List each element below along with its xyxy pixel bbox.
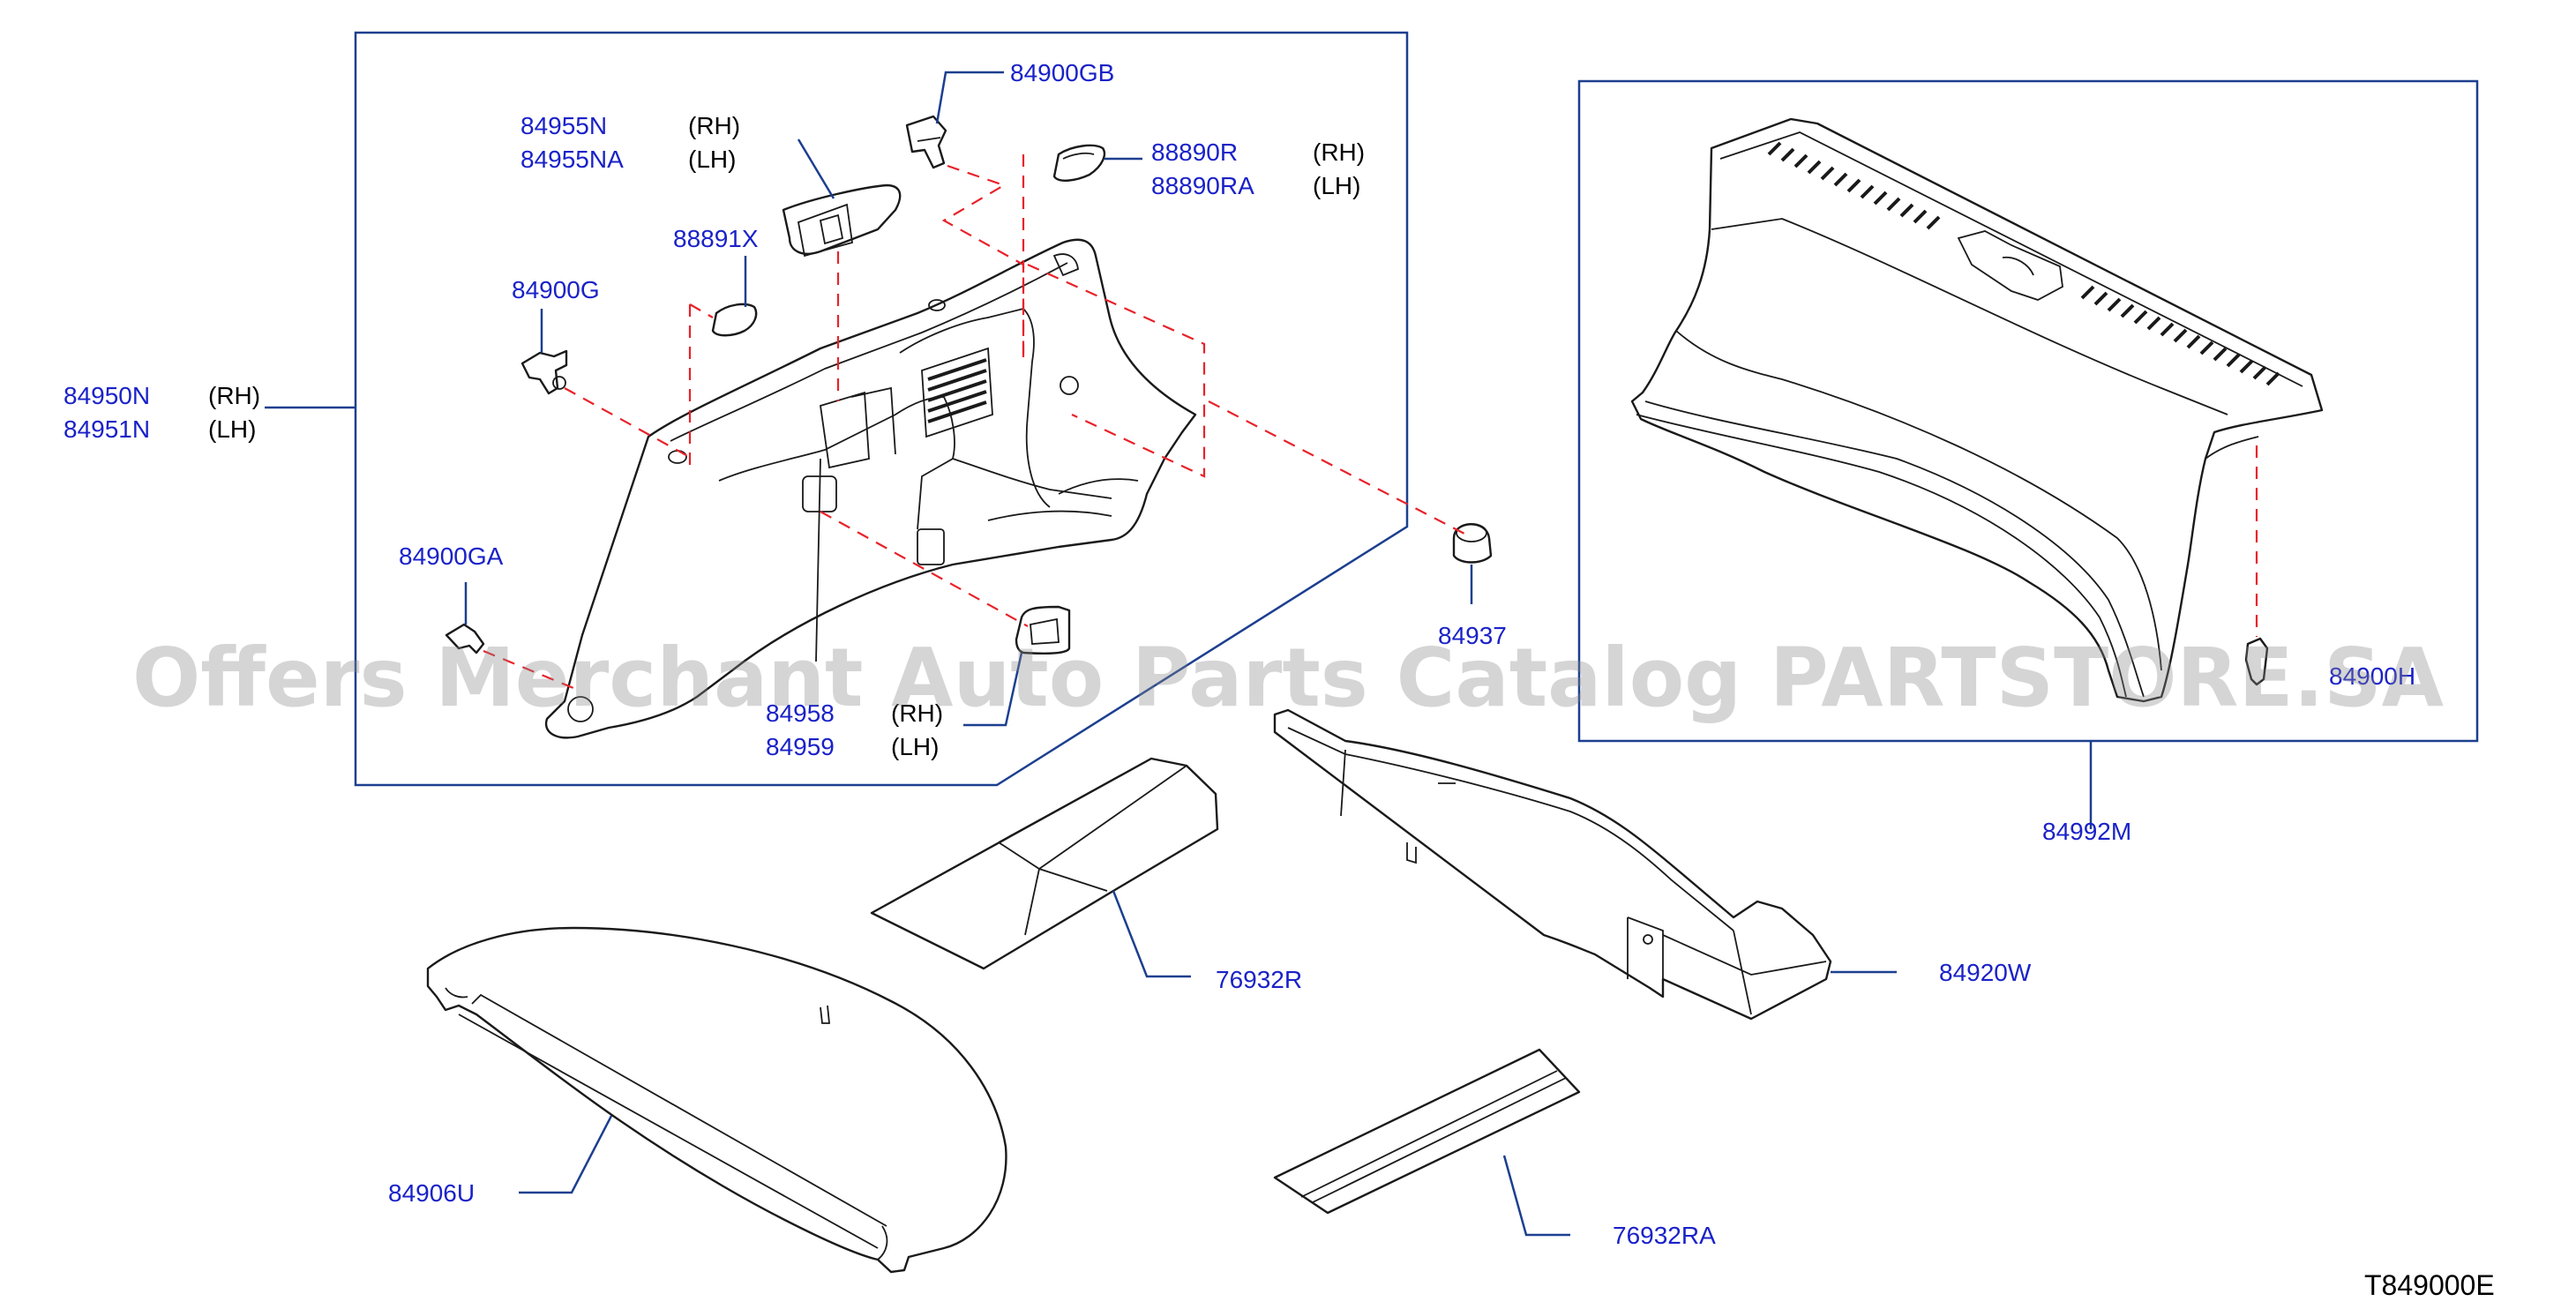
cap-88890r (1052, 144, 1106, 182)
label-84955na-side: (LH) (688, 146, 736, 173)
label-84958: 84958 (766, 699, 835, 727)
floor-mat-76932ra (1273, 1048, 1581, 1215)
label-84955n-side: (RH) (688, 112, 740, 139)
label-84992m: 84992M (2042, 818, 2131, 845)
finisher-vents-right (2080, 285, 2280, 386)
label-84920w: 84920W (1939, 959, 2032, 986)
label-84906u: 84906U (388, 1179, 475, 1207)
label-88891x: 88891X (673, 225, 759, 252)
label-88890r-side: (RH) (1313, 138, 1365, 166)
diagram-code: T849000E (2364, 1269, 2495, 1301)
label-88890ra-side: (LH) (1313, 172, 1360, 199)
cap-88891x (711, 303, 758, 337)
label-84959-side: (LH) (891, 733, 939, 760)
handle-84955n (782, 183, 902, 258)
label-76932r: 76932R (1216, 966, 1302, 993)
finisher-vents-left (1767, 141, 1941, 230)
group-frame-left (354, 31, 1409, 787)
cover-84958 (1015, 605, 1071, 654)
label-84955na: 84955NA (520, 146, 624, 173)
label-84959: 84959 (766, 733, 835, 760)
clip-84900h (2244, 637, 2269, 686)
label-84900ga: 84900GA (399, 542, 504, 570)
clip-84900ga (445, 623, 485, 654)
label-84955n: 84955N (520, 112, 607, 139)
watermark-text: Offers Merchant Auto Parts Catalog PARTS… (132, 631, 2444, 725)
label-84958-side: (RH) (891, 699, 943, 727)
label-84950n-side: (RH) (208, 382, 260, 409)
label-84900h: 84900H (2329, 662, 2415, 690)
clip-84900gb (905, 115, 947, 169)
clip-84900g (520, 349, 568, 395)
rear-finisher-84992m (1630, 117, 2324, 703)
label-84900gb: 84900GB (1010, 59, 1114, 86)
label-88890ra: 88890RA (1151, 172, 1254, 199)
label-88890r: 88890R (1151, 138, 1238, 166)
label-84900g: 84900G (512, 276, 600, 303)
floor-mat-76932r (870, 757, 1219, 970)
label-84950n: 84950N (64, 382, 150, 409)
clip-84937 (1452, 523, 1493, 564)
tonneau-board-84906u (426, 926, 1007, 1274)
speaker-grille (921, 347, 993, 438)
luggage-box-84920w (1273, 708, 1832, 1021)
label-84951n: 84951N (64, 415, 150, 443)
label-84951n-side: (LH) (208, 415, 256, 443)
label-76932ra: 76932RA (1613, 1222, 1716, 1249)
group-frame-right (1577, 79, 2479, 743)
label-84937: 84937 (1438, 622, 1507, 649)
